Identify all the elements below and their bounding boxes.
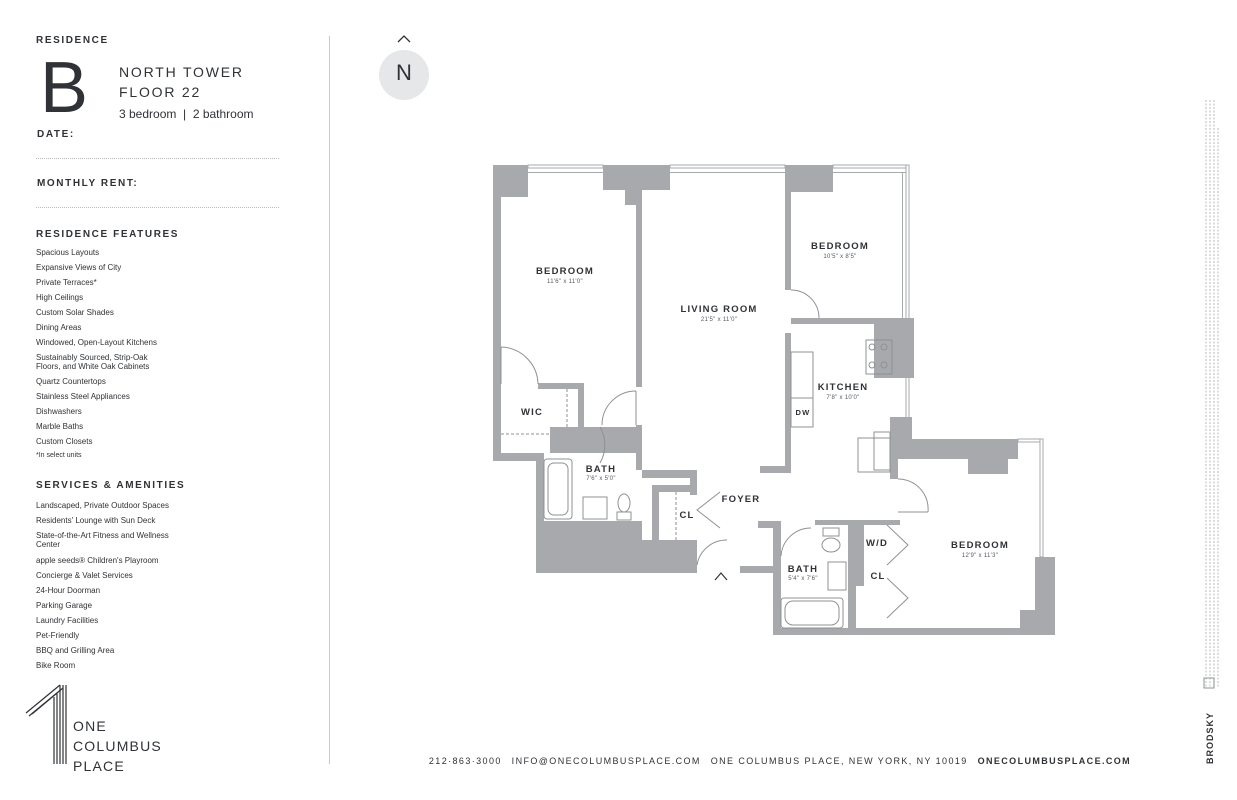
logo-wordmark: ONE COLUMBUS PLACE xyxy=(73,716,162,776)
list-item: Stainless Steel Appliances xyxy=(36,392,130,401)
list-item: Marble Baths xyxy=(36,422,84,431)
list-item: Landscaped, Private Outdoor Spaces xyxy=(36,501,169,510)
brand-name: BRODSKY xyxy=(1205,712,1215,764)
monthly-rent-label: MONTHLY RENT: xyxy=(37,178,139,189)
services-list: Landscaped, Private Outdoor Spaces Resid… xyxy=(36,501,276,677)
logo-line: COLUMBUS xyxy=(73,738,162,754)
list-item: Windowed, Open-Layout Kitchens xyxy=(36,338,157,347)
floor-name: FLOOR 22 xyxy=(119,84,202,100)
list-item: Laundry Facilities xyxy=(36,616,99,625)
one-columbus-logo-icon xyxy=(25,684,67,764)
floor-plan-fixtures xyxy=(500,289,929,629)
list-item: Quartz Countertops xyxy=(36,377,106,386)
contact-footer: 212·863·3000 INFO@ONECOLUMBUSPLACE.COM O… xyxy=(330,756,1230,766)
room-name: BATH xyxy=(788,564,818,575)
list-item: Parking Garage xyxy=(36,601,93,610)
list-item: Dining Areas xyxy=(36,323,82,332)
room-dimensions: 21'5" x 11'0" xyxy=(701,317,737,323)
compass-letter: N xyxy=(396,60,412,85)
list-item: State-of-the-Art Fitness and Wellness Ce… xyxy=(36,531,169,549)
footer-address: ONE COLUMBUS PLACE, NEW YORK, NY 10019 xyxy=(710,756,968,766)
entry-arrow-icon xyxy=(714,572,728,581)
list-item: Bike Room xyxy=(36,661,76,670)
room-name: LIVING ROOM xyxy=(680,304,757,315)
list-item: 24-Hour Doorman xyxy=(36,586,101,595)
list-item: Residents' Lounge with Sun Deck xyxy=(36,516,156,525)
services-title: SERVICES & AMENITIES xyxy=(36,480,186,491)
room-name: FOYER xyxy=(722,494,761,505)
logo-line: ONE xyxy=(73,718,107,734)
room-name: BATH xyxy=(586,464,616,475)
brodsky-logo: BRODSKY xyxy=(1205,712,1215,764)
floor-plan-walls xyxy=(493,164,1055,635)
room-dimensions: 5'4" x 7'6" xyxy=(788,576,818,582)
list-item: apple seeds® Children's Playroom xyxy=(36,556,159,565)
tower-name: NORTH TOWER xyxy=(119,64,244,80)
list-item: Private Terraces* xyxy=(36,278,97,287)
residence-letter: B xyxy=(40,48,89,128)
list-item: Concierge & Valet Services xyxy=(36,571,133,580)
list-item: Dishwashers xyxy=(36,407,82,416)
room-dimensions: 7'6" x 5'0" xyxy=(586,476,616,482)
compass-circle xyxy=(379,50,429,100)
list-item: Expansive Views of City xyxy=(36,263,122,272)
bed-bath-count: 3 bedroom | 2 bathroom xyxy=(119,107,254,121)
north-arrow-icon xyxy=(397,35,411,43)
footer-phone: 212·863·3000 xyxy=(428,756,502,766)
list-item: Sustainably Sourced, Strip-Oak Floors, a… xyxy=(36,353,150,371)
room-name: W/D xyxy=(866,538,888,549)
features-title: RESIDENCE FEATURES xyxy=(36,229,180,240)
list-item: BBQ and Grilling Area xyxy=(36,646,115,655)
panel-divider xyxy=(329,36,330,764)
room-name: CL xyxy=(679,510,694,521)
room-dimensions: 10'5" x 8'5" xyxy=(823,254,856,260)
list-item: Spacious Layouts xyxy=(36,248,100,257)
date-label: DATE: xyxy=(37,129,75,140)
room-name: BEDROOM xyxy=(811,241,869,252)
features-footnote: *In select units xyxy=(36,452,82,459)
room-name: CL xyxy=(870,571,885,582)
room-dimensions: 11'6" x 11'0" xyxy=(547,279,583,285)
room-name: BEDROOM xyxy=(536,266,594,277)
legal-disclaimer xyxy=(1203,100,1219,689)
room-name: KITCHEN xyxy=(818,382,869,393)
room-dimensions: 12'9" x 11'3" xyxy=(962,553,998,559)
footer-website-link[interactable]: ONECOLUMBUSPLACE.COM xyxy=(977,756,1132,766)
floor-plan: BEDROOM 11'6" x 11'0" LIVING ROOM 21'5" … xyxy=(493,164,1055,635)
rent-field-line xyxy=(36,207,279,208)
logo-line: PLACE xyxy=(73,758,125,774)
room-name: BEDROOM xyxy=(951,540,1009,551)
residence-label: RESIDENCE xyxy=(36,35,109,46)
list-item: Custom Closets xyxy=(36,437,93,446)
room-dimensions: 7'8" x 10'0" xyxy=(826,395,859,401)
footer-email[interactable]: INFO@ONECOLUMBUSPLACE.COM xyxy=(511,756,701,766)
date-field-line xyxy=(36,158,279,159)
room-name: WIC xyxy=(521,407,543,418)
room-labels: BEDROOM 11'6" x 11'0" LIVING ROOM 21'5" … xyxy=(521,241,1009,582)
list-item: Pet-Friendly xyxy=(36,631,80,640)
features-list: Spacious Layouts Expansive Views of City… xyxy=(36,248,276,453)
room-name: DW xyxy=(796,408,811,417)
list-item: Custom Solar Shades xyxy=(36,308,114,317)
list-item: High Ceilings xyxy=(36,293,84,302)
